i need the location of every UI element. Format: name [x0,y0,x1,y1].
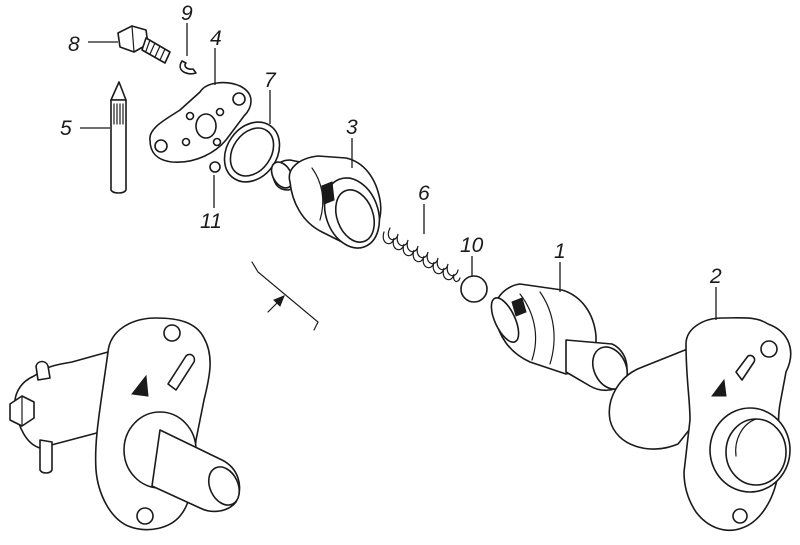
label-part-3: 3 [346,116,358,139]
part-2-housing [608,316,792,532]
part-9-lock-washer [179,60,197,75]
callout-labels: 8 9 4 5 7 3 6 10 1 2 11 [60,2,722,288]
label-part-8: 8 [68,33,80,56]
part-7-o-ring [223,121,281,183]
leader-lines [80,23,717,320]
label-part-1: 1 [554,240,566,263]
label-part-9: 9 [181,2,193,25]
part-4-flange-plate [149,81,252,163]
label-part-7: 7 [264,69,277,92]
part-3-valve-body [270,155,382,249]
label-part-10: 10 [460,234,484,257]
part-6-spring [382,227,461,283]
label-part-6: 6 [418,182,430,205]
left-housing-assembly [9,317,241,531]
part-5-pin [110,81,127,194]
label-part-5: 5 [60,117,72,140]
label-part-11: 11 [200,210,222,233]
part-8-bolt [117,25,171,64]
label-part-4: 4 [210,27,222,50]
assembly-direction-arrow [251,261,319,331]
part-1-valve-plug [490,283,629,392]
part-10-ball [460,275,488,303]
label-part-2: 2 [709,265,722,288]
part-11-ball [209,161,221,173]
